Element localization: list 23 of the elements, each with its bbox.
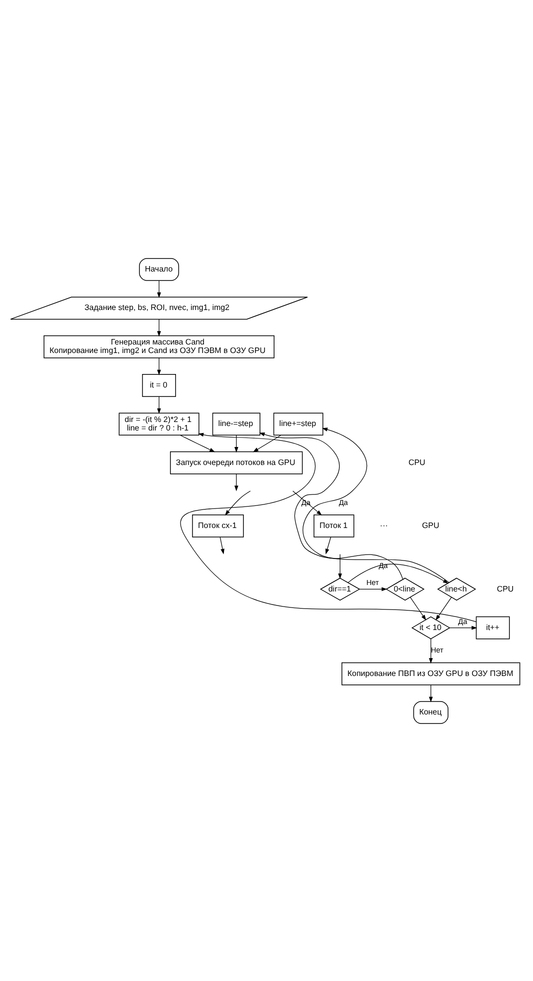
arrow [338,553,342,578]
arrow [348,563,449,584]
arrow [325,536,332,554]
arrow [259,432,404,580]
arrow [428,638,433,664]
arrow [180,434,216,452]
arrow [157,357,161,375]
arrow [428,684,433,702]
arrow [302,427,450,582]
arrow [157,280,161,298]
arrow [410,596,426,620]
arrow [234,473,238,491]
arrow [436,596,452,620]
arrow [359,586,388,591]
arrow [180,432,477,622]
arrow [157,318,161,336]
arrow [234,434,238,452]
arrow [224,490,251,516]
arrow [220,536,224,554]
arrow [292,490,322,515]
arrow [157,396,161,414]
arrow [449,625,478,630]
arrow [252,434,282,452]
